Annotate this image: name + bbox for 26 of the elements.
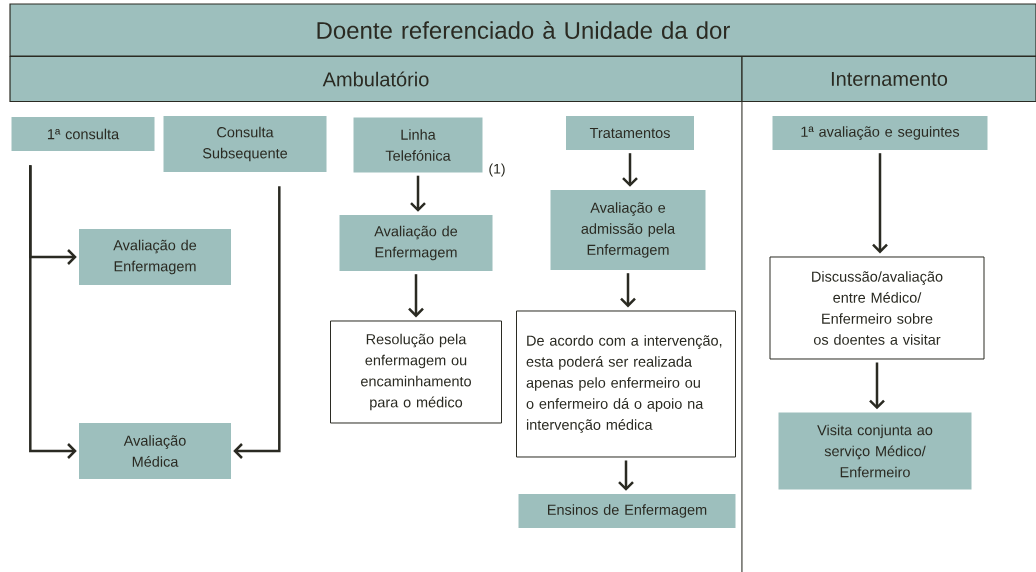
node-label: Internamento bbox=[831, 72, 948, 86]
process-box: Ensinos de Enfermagem bbox=[518, 494, 736, 528]
process-box: Tratamentos bbox=[566, 116, 694, 150]
process-box: Avaliação de Enfermagem bbox=[79, 229, 231, 285]
arrow bbox=[29, 165, 77, 459]
process-box: Avaliação e admissão pela Enfermagem bbox=[550, 190, 706, 270]
arrow bbox=[410, 175, 426, 212]
process-box: Visita conjunta ao serviço Médico/ Enfermeiro bbox=[778, 412, 972, 490]
arrow bbox=[620, 273, 636, 308]
process-box: Consulta Subsequente bbox=[163, 116, 327, 172]
text-box: De acordo com a intervenção, esta poderá ser realizada apenas pelo enfermeiro ou o enfermeiro dá o apoio na intervenção médica bbox=[516, 310, 736, 458]
arrow bbox=[872, 153, 888, 254]
arrow bbox=[622, 153, 638, 187]
process-box: 1ª consulta bbox=[11, 117, 155, 151]
header-band: Internamento bbox=[741, 55, 1036, 103]
arrow bbox=[233, 186, 281, 459]
process-box: Linha Telefónica bbox=[353, 117, 483, 173]
process-box: Avaliação de Enfermagem bbox=[339, 215, 493, 271]
arrow bbox=[869, 362, 885, 410]
arrow bbox=[408, 274, 424, 318]
text-box: Resolução pela enfermagem ou encaminhamento para o médico bbox=[330, 320, 502, 424]
process-box: Avaliação Médica bbox=[79, 423, 231, 479]
text-box: Discussão/avaliação entre Médico/ Enfermeiro sobre os doentes a visitar bbox=[769, 256, 985, 360]
arrow bbox=[618, 460, 634, 491]
footnote-mark: (1) bbox=[489, 163, 505, 177]
process-box: 1ª avaliação e seguintes bbox=[772, 116, 988, 150]
